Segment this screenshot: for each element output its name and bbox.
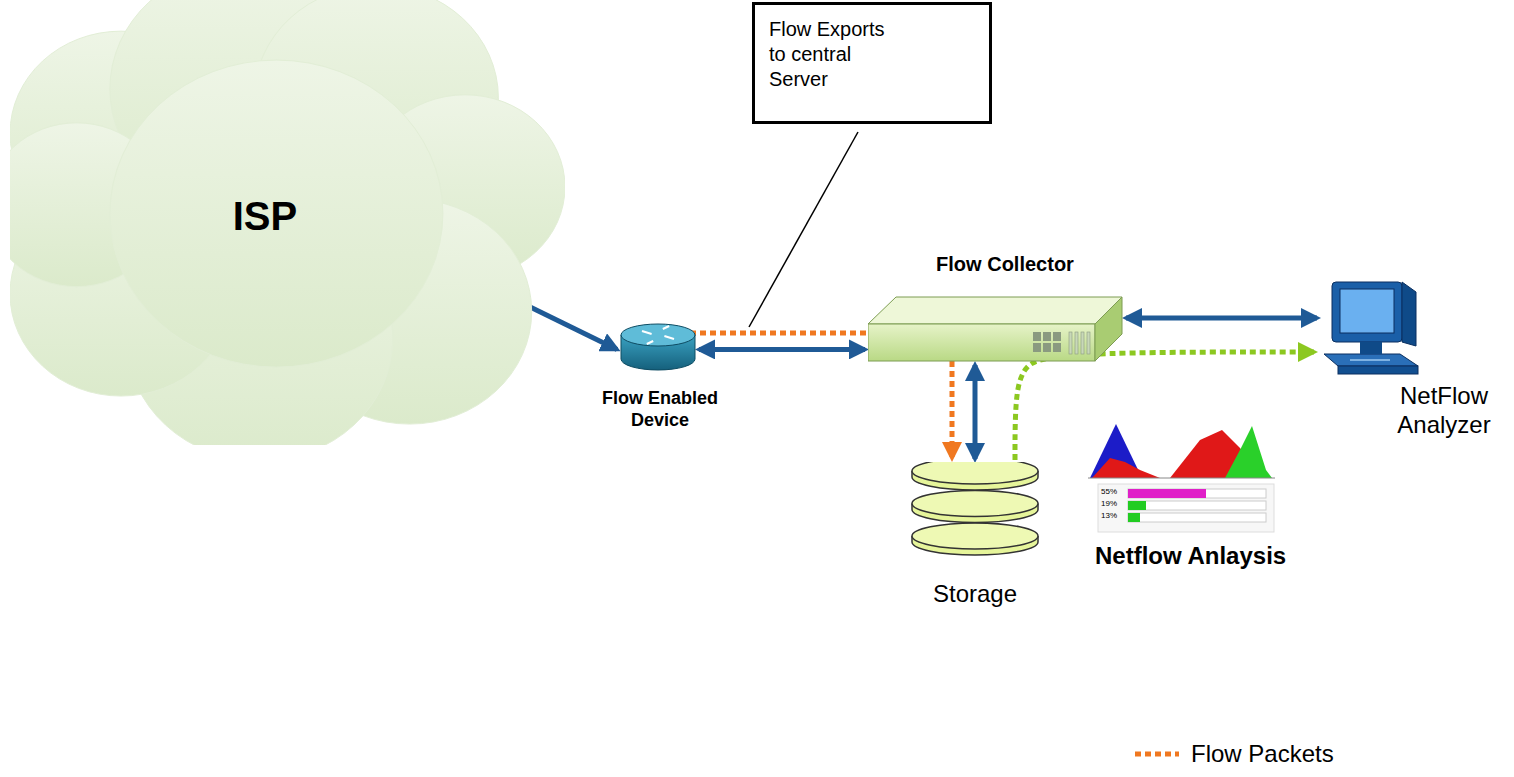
router-icon (620, 323, 696, 371)
legend-text: Flow Packets (1191, 740, 1334, 768)
percent-value: 13% (1101, 512, 1117, 520)
cloud-node: ISP (10, 0, 565, 449)
computer-icon (1320, 280, 1420, 380)
link-arrow (1126, 316, 1317, 321)
traffic-chart (1088, 424, 1275, 532)
callout-box: Flow Exports to central Server (752, 2, 992, 124)
legend-row: Flow Packets (1133, 740, 1334, 768)
device-label: Flow Enabled Device (590, 388, 730, 431)
flow-packet-path (690, 333, 952, 458)
analyzer-node: NetFlow Analyzer (1310, 270, 1510, 444)
cloud-shape (10, 0, 565, 445)
link-arrow (512, 298, 617, 349)
link-arrow (973, 365, 978, 459)
link-arrow (699, 347, 865, 352)
device-label: Flow Collector (890, 252, 1120, 276)
device-label: NetFlow Analyzer (1380, 382, 1508, 440)
device-label: Storage (900, 580, 1050, 609)
legend-swatch (1133, 744, 1181, 764)
percent-value: 19% (1101, 500, 1117, 508)
callout-text: Flow Exports to central Server (769, 17, 901, 92)
storage-icon (910, 462, 1040, 557)
section-title: Netflow Anlaysis (1095, 544, 1286, 568)
cloud-label: ISP (200, 192, 330, 240)
collector-node: Flow Collector (860, 252, 1130, 366)
leader-line (749, 132, 858, 327)
percent-value: 55% (1101, 488, 1117, 496)
storage-node: Storage (900, 462, 1050, 613)
router-node: Flow Enabled Device (560, 300, 760, 436)
flow-packet-path (1015, 352, 1314, 460)
switch-icon (868, 296, 1123, 362)
